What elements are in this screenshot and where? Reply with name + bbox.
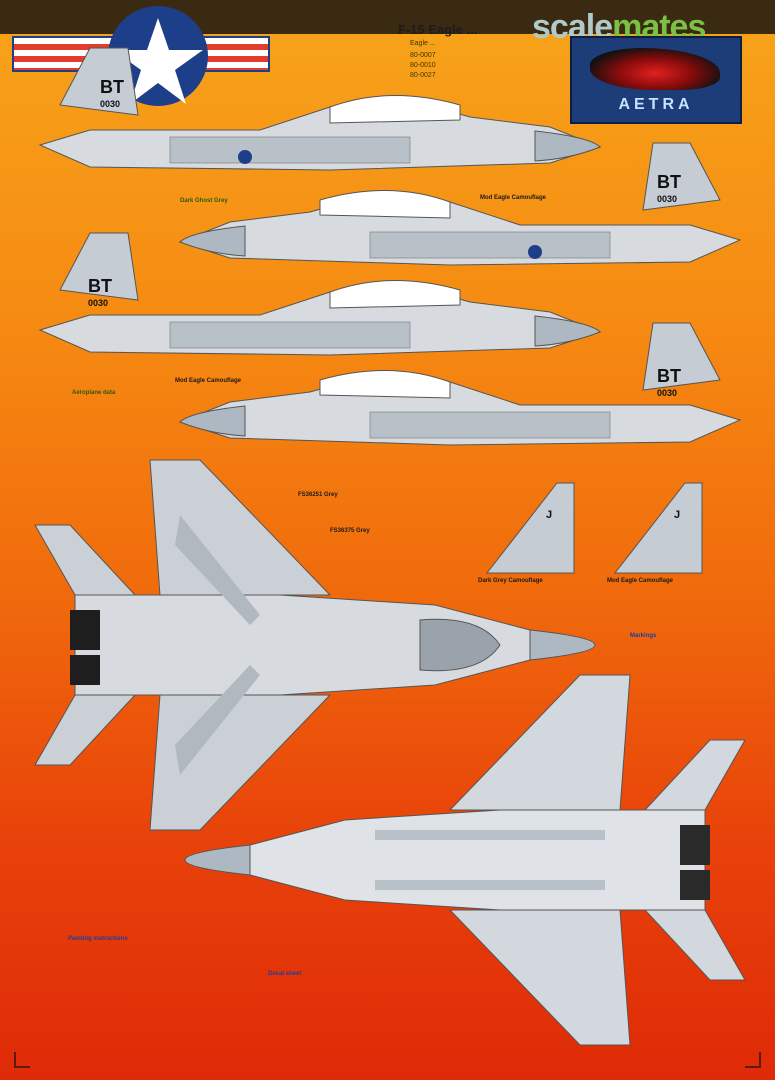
caption-fin-2: Mod Eagle Camouflage — [607, 578, 674, 584]
side-view-3: BT 0030 — [38, 232, 602, 356]
crop-mark-bottom-right — [745, 1052, 761, 1068]
svg-text:J: J — [674, 509, 680, 521]
fin-detail-1: J — [485, 482, 575, 574]
serial-3: 80-0027 — [410, 72, 436, 79]
brand-logo: AETRA — [570, 36, 742, 124]
tail-code-4: BT — [657, 366, 681, 386]
bottom-plan-view — [184, 674, 746, 1046]
side-view-2: BT 0030 — [178, 142, 742, 266]
top-plan-view — [34, 459, 596, 831]
tail-serial-1: 0030 — [100, 99, 120, 109]
side-view-1: BT 0030 — [38, 47, 602, 171]
tail-serial-3: 0030 — [88, 298, 108, 308]
star-icon — [113, 18, 203, 104]
caption-top-grey: Dark Ghost Grey — [180, 198, 228, 204]
caption-fin-1: Dark Grey Camouflage — [478, 578, 543, 584]
svg-text:J: J — [546, 509, 552, 521]
tail-code-1: BT — [100, 77, 124, 97]
tail-serial-4: 0030 — [657, 388, 677, 398]
tail-code-2: BT — [657, 172, 681, 192]
caption-plan-1: FS36251 Grey — [298, 492, 338, 498]
serial-2: 80-0010 — [410, 62, 436, 69]
crop-mark-bottom-left — [14, 1052, 30, 1068]
tail-code-3: BT — [88, 276, 112, 296]
tail-serial-2: 0030 — [657, 194, 677, 204]
bottom-left-note: Painting instructions — [68, 936, 128, 942]
bottom-center-note: Decal sheet — [268, 971, 302, 977]
sheet-subtitle: Eagle ... — [410, 40, 436, 47]
caption-side-2: Mod Eagle Camouflage — [175, 378, 242, 384]
left-note: Aeroplane data — [72, 390, 116, 396]
side-view-4: BT 0030 — [178, 322, 742, 446]
caption-plan-2: FS36375 Grey — [330, 528, 370, 534]
serial-1: 80-0007 — [410, 52, 436, 59]
sheet-title: F-15 Eagle ... — [398, 22, 478, 37]
brand-logo-text: AETRA — [618, 96, 694, 113]
eagle-emblem-icon — [590, 48, 720, 90]
caption-side-1: Mod Eagle Camouflage — [480, 195, 547, 201]
fin-detail-2: J — [613, 482, 703, 574]
right-note: Markings — [630, 633, 657, 639]
